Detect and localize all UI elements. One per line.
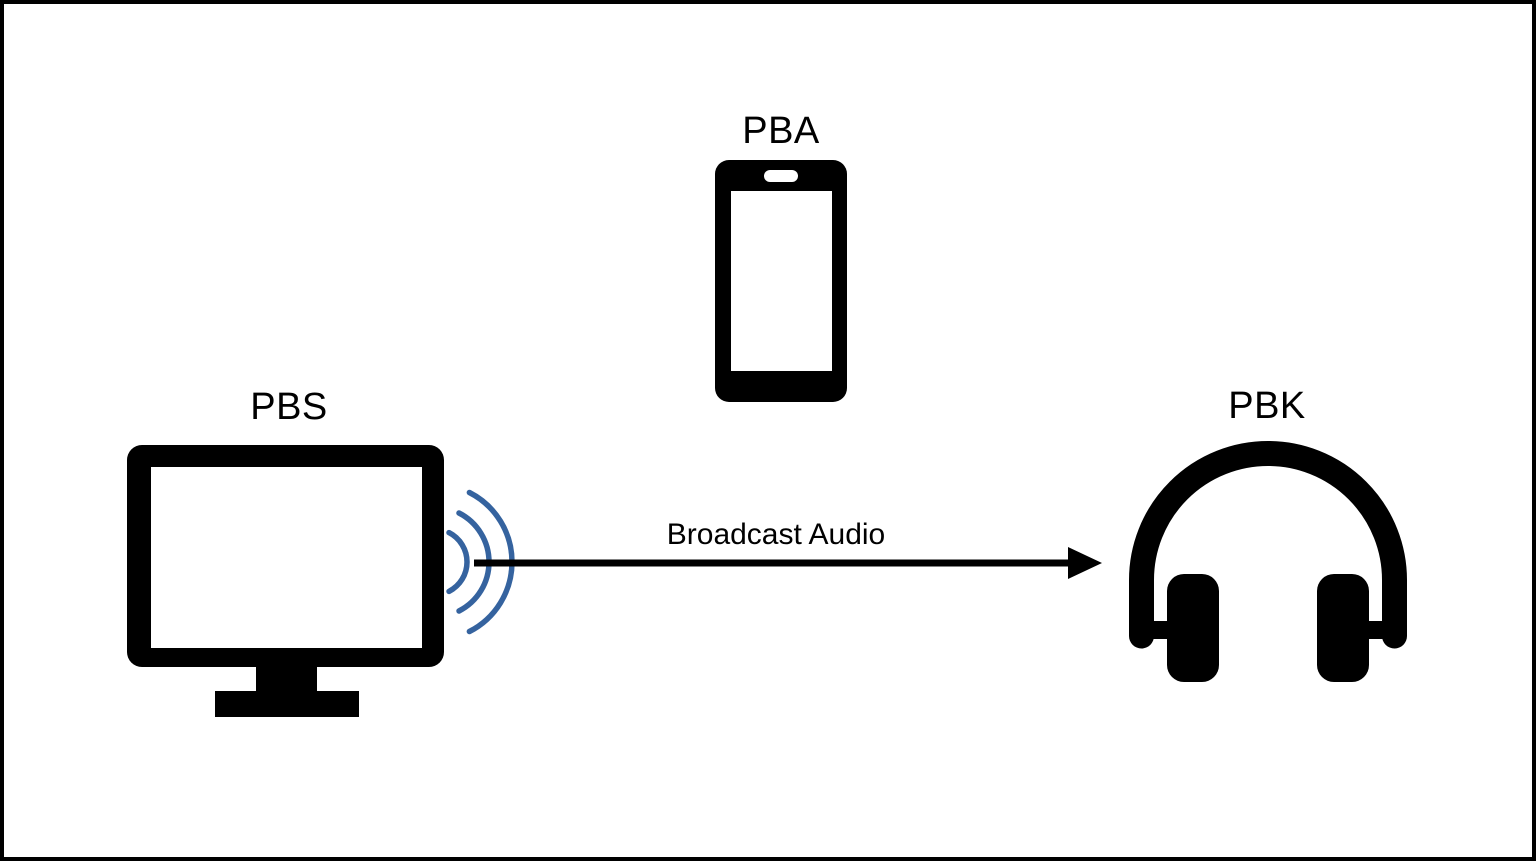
smartphone-screen <box>731 191 832 371</box>
smartphone-speaker <box>764 170 798 182</box>
pbk-node-label: PBK <box>1228 385 1306 427</box>
smartphone-icon <box>715 160 847 402</box>
broadcast-arrow-head <box>1068 547 1102 579</box>
tv-screen <box>151 467 422 648</box>
headphones-right-connector <box>1361 621 1395 639</box>
headphones-left-cup <box>1167 574 1219 682</box>
tv-stand-neck <box>256 665 317 694</box>
tv-monitor-icon <box>127 445 444 717</box>
signal-wave-inner <box>446 529 470 595</box>
headphones-band <box>1129 441 1407 649</box>
headphones-left-connector <box>1141 621 1175 639</box>
tv-stand-base <box>215 691 359 717</box>
pba-node-label: PBA <box>742 110 820 152</box>
broadcast-audio-edge-label: Broadcast Audio <box>666 518 886 551</box>
pbs-node-label: PBS <box>250 386 328 428</box>
broadcast-arrow <box>474 547 1102 579</box>
headphones-icon <box>1129 441 1407 682</box>
headphones-right-cup <box>1317 574 1369 682</box>
